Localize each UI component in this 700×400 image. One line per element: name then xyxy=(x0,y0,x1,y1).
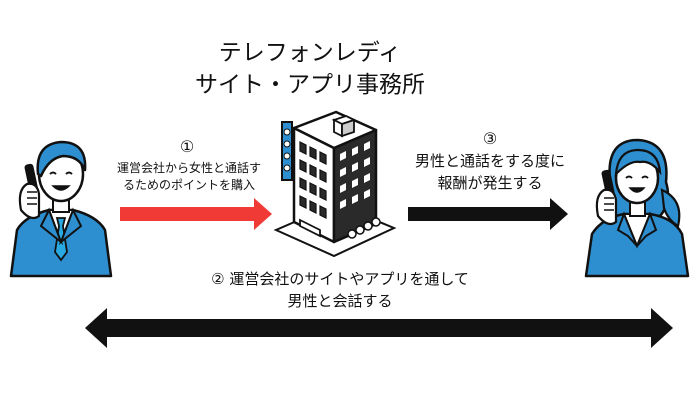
diagram-title-line2: サイト・アプリ事務所 xyxy=(195,72,425,98)
step3-text-line2: 報酬が発生する xyxy=(437,174,543,192)
step3-number: ③ xyxy=(482,129,498,148)
step1-text-line1: 運営会社から女性と通話す xyxy=(116,161,261,175)
step2-text-line1: ② 運営会社のサイトやアプリを通して xyxy=(211,270,469,288)
diagram-title-line1: テレフォンレディ xyxy=(218,40,402,66)
woman-on-phone-icon xyxy=(584,138,690,278)
red-right-arrow xyxy=(120,198,272,230)
step3-text-line1: 男性と通話をする度に xyxy=(414,152,565,170)
step1-text-line2: るためのポイントを購入 xyxy=(122,178,255,192)
step2-text-line2: 男性と会話する xyxy=(287,292,393,310)
office-building-icon xyxy=(273,110,397,258)
double-headed-arrow xyxy=(85,308,673,348)
man-on-phone-icon xyxy=(9,140,113,278)
black-right-arrow xyxy=(408,198,568,230)
step1-number: ① xyxy=(179,137,195,156)
